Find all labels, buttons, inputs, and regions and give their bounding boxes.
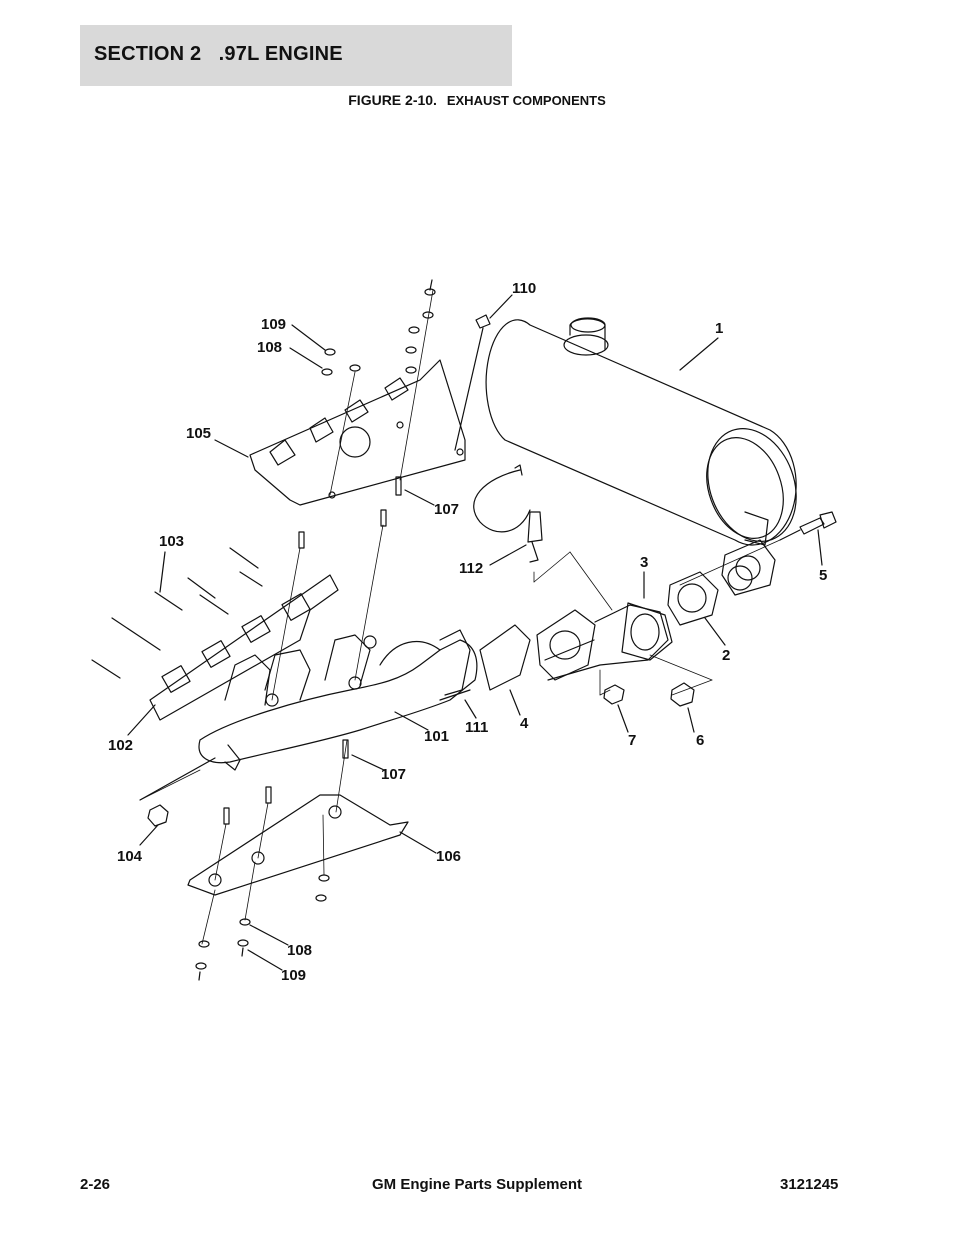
page-number: 2-26 bbox=[80, 1176, 111, 1193]
callout-5: 5 bbox=[819, 567, 827, 584]
exhaust-manifold-101 bbox=[198, 629, 478, 771]
nuts-6-7 bbox=[603, 682, 695, 707]
gasket-4 bbox=[479, 609, 596, 691]
callout-112: 112 bbox=[459, 560, 483, 577]
leader-lines bbox=[127, 294, 823, 971]
callout-106: 106 bbox=[436, 848, 461, 865]
nut-104 bbox=[139, 757, 216, 827]
footer-title: GM Engine Parts Supplement bbox=[371, 1176, 583, 1193]
figure-number: FIGURE 2-10. bbox=[348, 92, 437, 108]
callout-110: 110 bbox=[512, 280, 536, 297]
callout-102: 102 bbox=[108, 737, 133, 754]
callout-108-lower: 108 bbox=[287, 942, 312, 959]
callout-109-lower: 109 bbox=[281, 967, 306, 984]
callout-101: 101 bbox=[424, 728, 449, 745]
callout-1: 1 bbox=[715, 320, 723, 337]
heat-shield-106 bbox=[187, 794, 409, 896]
callout-7: 7 bbox=[628, 732, 636, 749]
section-title: SECTION 2 .97L ENGINE bbox=[94, 43, 343, 66]
callout-103: 103 bbox=[159, 533, 184, 550]
document-number: 3121245 bbox=[780, 1176, 839, 1193]
callout-107-upper: 107 bbox=[434, 501, 459, 518]
callout-109-upper: 109 bbox=[261, 316, 286, 333]
callout-105: 105 bbox=[186, 425, 211, 442]
muffler-flange bbox=[721, 539, 776, 596]
figure-title: EXHAUST COMPONENTS bbox=[446, 93, 606, 108]
callout-104: 104 bbox=[117, 848, 143, 865]
callout-2: 2 bbox=[722, 647, 730, 664]
section-number: SECTION 2 bbox=[94, 43, 202, 65]
callout-108-upper: 108 bbox=[257, 339, 282, 356]
section-header: SECTION 2 .97L ENGINE bbox=[80, 25, 512, 86]
callout-4: 4 bbox=[520, 715, 529, 732]
gasket-2 bbox=[667, 571, 719, 626]
bolt-5 bbox=[779, 511, 837, 541]
callout-3: 3 bbox=[640, 554, 648, 571]
muffler bbox=[485, 317, 797, 546]
figure-caption: FIGURE 2-10. EXHAUST COMPONENTS bbox=[0, 92, 954, 108]
oxygen-sensor-112 bbox=[473, 464, 543, 563]
callout-6: 6 bbox=[696, 732, 704, 749]
heat-shield-105 bbox=[249, 359, 466, 506]
center-lines bbox=[139, 289, 781, 945]
callout-111: 111 bbox=[465, 719, 488, 736]
engine-title: .97L ENGINE bbox=[218, 43, 343, 65]
exhaust-pipe-3 bbox=[544, 602, 673, 681]
studs-107 bbox=[223, 476, 402, 825]
bolt-110 bbox=[454, 314, 491, 451]
studs-103 bbox=[91, 547, 263, 679]
callout-107-lower: 107 bbox=[381, 766, 406, 783]
manifold-gasket-102 bbox=[149, 574, 339, 721]
